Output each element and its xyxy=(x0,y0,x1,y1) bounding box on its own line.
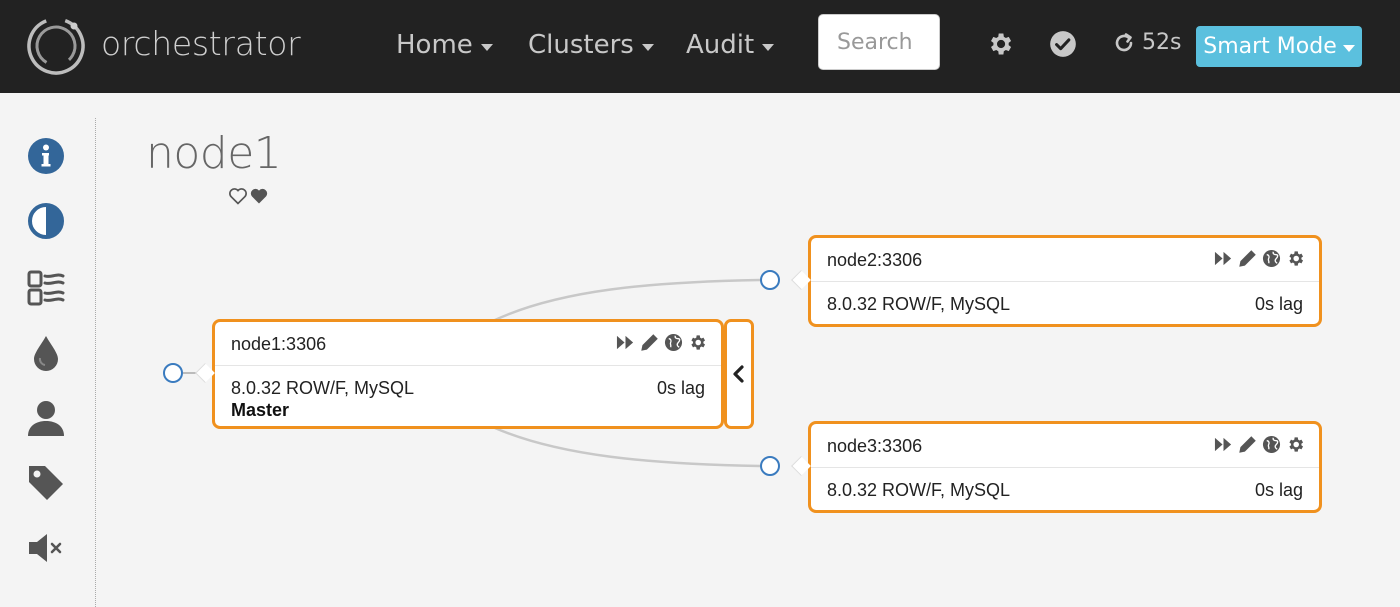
nav-home-label: Home xyxy=(396,30,473,60)
node2-header: node2:3306 xyxy=(811,238,1319,282)
fast-forward-icon[interactable] xyxy=(1214,249,1233,268)
chevron-down-icon xyxy=(1342,45,1355,52)
gear-icon[interactable] xyxy=(1286,249,1305,268)
nav-clusters-label: Clusters xyxy=(528,30,634,60)
contrast-icon[interactable] xyxy=(26,201,66,241)
pencil-icon[interactable] xyxy=(1238,249,1257,268)
node1-actions xyxy=(616,333,707,352)
node1-name: node1:3306 xyxy=(231,334,327,354)
heart-outline-icon[interactable] xyxy=(228,186,248,206)
node2-lag: 0s lag xyxy=(1254,294,1303,314)
node3-lag: 0s lag xyxy=(1254,480,1303,500)
smart-mode-button[interactable]: Smart Mode xyxy=(1196,26,1362,67)
refresh-countdown[interactable]: 52s xyxy=(1112,30,1181,55)
node3-header: node3:3306 xyxy=(811,424,1319,468)
node3-connector[interactable] xyxy=(760,456,780,476)
tag-icon[interactable] xyxy=(26,463,66,503)
node3-name: node3:3306 xyxy=(827,436,923,456)
nav-home[interactable]: Home xyxy=(396,30,493,60)
node2-version: 8.0.32 ROW/F, MySQL xyxy=(827,294,1011,314)
node3-actions xyxy=(1214,435,1305,454)
pencil-icon[interactable] xyxy=(640,333,659,352)
node2-actions xyxy=(1214,249,1305,268)
drop-icon[interactable] xyxy=(26,333,66,373)
heart-filled-icon[interactable] xyxy=(248,186,270,206)
nav-clusters[interactable]: Clusters xyxy=(528,30,654,60)
gear-icon[interactable] xyxy=(688,333,707,352)
node1-lag: 0s lag xyxy=(656,378,705,398)
node1-role: Master xyxy=(231,400,290,420)
mute-icon[interactable] xyxy=(26,528,66,568)
top-navbar: orchestrator Home Clusters Audit 52s Sma… xyxy=(0,0,1400,93)
search-input[interactable] xyxy=(818,14,940,70)
check-circle-icon[interactable] xyxy=(1049,30,1077,58)
node-card-node3[interactable]: node3:3306 8.0.32 ROW/F, MySQL 0s lag xyxy=(808,421,1322,513)
chevron-down-icon xyxy=(641,43,654,51)
node2-name: node2:3306 xyxy=(827,250,923,270)
node2-connector[interactable] xyxy=(760,270,780,290)
refresh-icon xyxy=(1115,32,1133,51)
chevron-down-icon xyxy=(480,43,493,51)
sidebar-divider xyxy=(95,118,96,607)
fast-forward-icon[interactable] xyxy=(1214,435,1233,454)
refresh-countdown-label: 52s xyxy=(1142,30,1182,55)
orchestrator-logo[interactable] xyxy=(24,14,88,78)
user-icon[interactable] xyxy=(26,398,66,438)
nav-audit-label: Audit xyxy=(686,30,755,60)
gear-icon[interactable] xyxy=(986,30,1014,58)
collapse-replicas-button[interactable] xyxy=(724,319,754,429)
chevron-down-icon xyxy=(762,43,775,51)
node1-connector[interactable] xyxy=(163,363,183,383)
nav-audit[interactable]: Audit xyxy=(686,30,775,60)
node1-version: 8.0.32 ROW/F, MySQL xyxy=(231,378,415,398)
list-icon[interactable] xyxy=(26,268,66,308)
favorite-toggles xyxy=(228,186,270,206)
info-icon[interactable] xyxy=(26,136,66,176)
fast-forward-icon[interactable] xyxy=(616,333,635,352)
globe-icon[interactable] xyxy=(1262,435,1281,454)
edge-node1-node3 xyxy=(494,426,761,468)
smart-mode-label: Smart Mode xyxy=(1203,34,1337,59)
node-card-node1[interactable]: node1:3306 8.0.32 ROW/F, MySQL 0s lag Ma… xyxy=(212,319,724,429)
globe-icon[interactable] xyxy=(664,333,683,352)
brand-name[interactable]: orchestrator xyxy=(101,24,301,63)
gear-icon[interactable] xyxy=(1286,435,1305,454)
node-card-node2[interactable]: node2:3306 8.0.32 ROW/F, MySQL 0s lag xyxy=(808,235,1322,327)
chevron-left-icon xyxy=(733,365,744,383)
edge-node1-node2 xyxy=(494,278,761,322)
node1-header: node1:3306 xyxy=(215,322,721,366)
page-title: node1 xyxy=(146,128,282,179)
globe-icon[interactable] xyxy=(1262,249,1281,268)
pencil-icon[interactable] xyxy=(1238,435,1257,454)
node3-version: 8.0.32 ROW/F, MySQL xyxy=(827,480,1011,500)
